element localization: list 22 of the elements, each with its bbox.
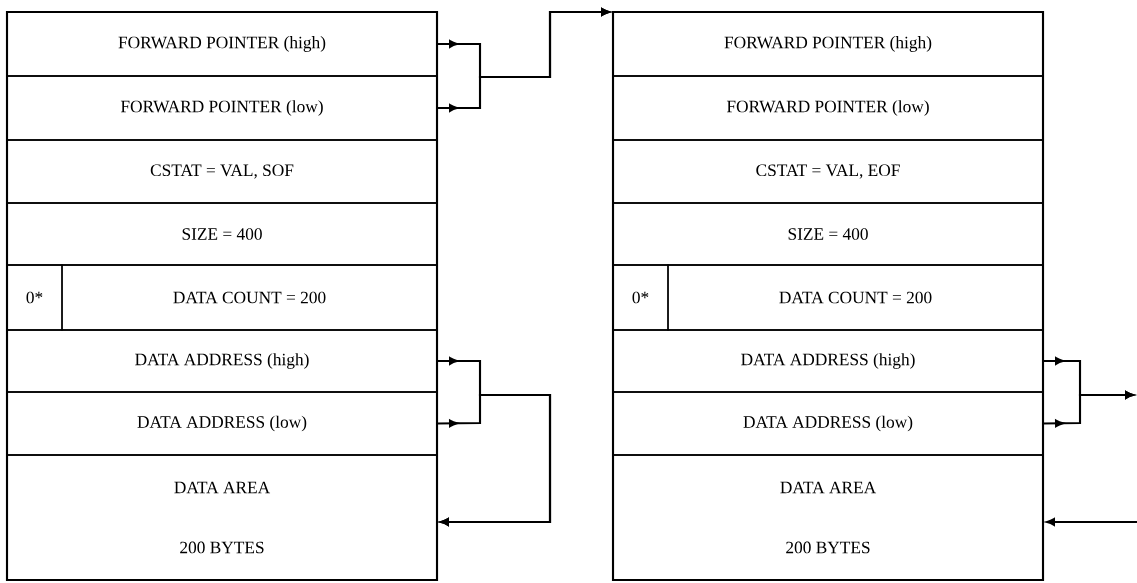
data-area-box: DATA AREA 200 BYTES [612,454,1044,581]
arrow [1046,518,1137,526]
field-box: DATA COUNT = 200 [61,264,438,331]
arrow [437,393,552,526]
field-box: DATA ADDRESS (low) [612,391,1044,456]
arrow [437,8,610,112]
data-area-box: DATA AREA 200 BYTES [6,454,438,581]
field-box: FORWARD POINTER (low) [6,75,438,141]
field-box: DATA ADDRESS (high) [6,329,438,393]
field-box: SIZE = 400 [612,202,1044,266]
field-box: CSTAT = VAL, SOF [6,139,438,204]
field-box: SIZE = 400 [6,202,438,266]
field-box: DATA ADDRESS (low) [6,391,438,456]
field-box: DATA COUNT = 200 [667,264,1044,331]
field-box: 0* [612,264,669,331]
field-box: FORWARD POINTER (low) [612,75,1044,141]
field-box: FORWARD POINTER (high) [6,11,438,77]
arrow [1043,391,1134,428]
field-box: 0* [6,264,63,331]
field-box: DATA ADDRESS (high) [612,329,1044,393]
field-box: FORWARD POINTER (high) [612,11,1044,77]
field-box: CSTAT = VAL, EOF [612,139,1044,204]
